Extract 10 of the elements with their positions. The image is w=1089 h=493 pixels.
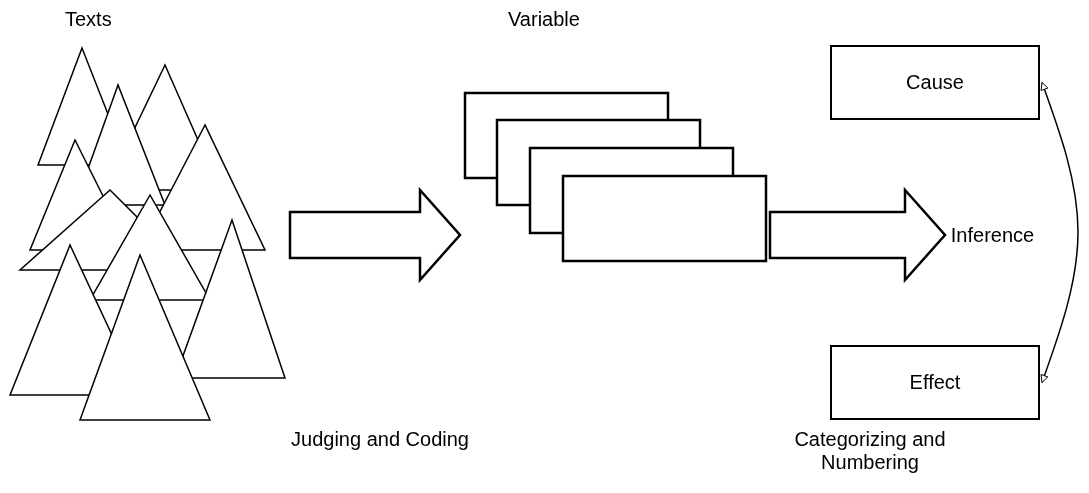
heading: Variable [508, 8, 580, 31]
node-label: Inference [945, 218, 1040, 252]
process-box: Cause [830, 45, 1040, 120]
process-box: Effect [830, 345, 1040, 420]
block-arrow [288, 186, 462, 284]
step-label: Categorizing and Numbering [793, 428, 947, 474]
heading: Texts [65, 8, 112, 31]
block-arrow [768, 186, 947, 284]
curved-arrow [1040, 81, 1079, 384]
step-label: Judging and Coding [290, 428, 470, 451]
